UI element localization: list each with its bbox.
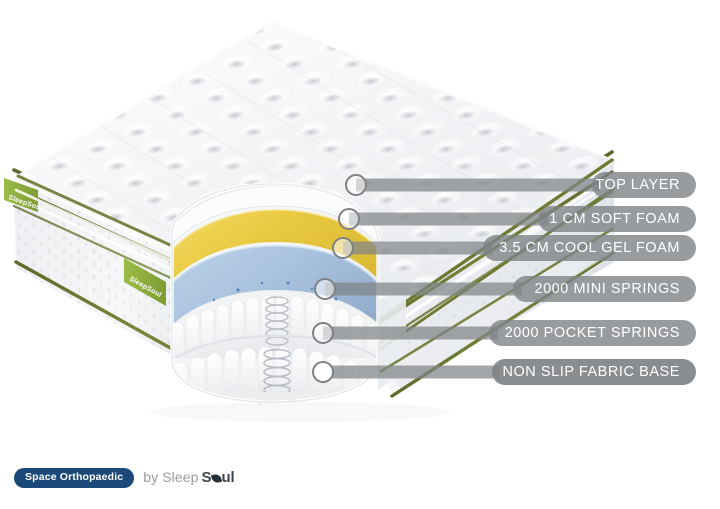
logo-soul-prefix: S	[201, 469, 212, 487]
callout-label-mini-springs: 2000 MINI SPRINGS	[534, 280, 680, 297]
callout-label-pocket-springs: 2000 POCKET SPRINGS	[504, 324, 680, 341]
callout-ring-mini-springs[interactable]	[314, 278, 336, 300]
callout-ring-pocket-springs[interactable]	[312, 322, 334, 344]
callout-band-cool-gel-foam[interactable]: 3.5 CM COOL GEL FOAM	[483, 235, 696, 261]
leaf-icon	[210, 473, 223, 485]
callout-ring-non-slip-base[interactable]	[312, 361, 334, 383]
callout-label-cool-gel-foam: 3.5 CM COOL GEL FOAM	[499, 239, 680, 256]
callout-band-pocket-springs[interactable]: 2000 POCKET SPRINGS	[489, 320, 696, 346]
callout-band-soft-foam[interactable]: 1 CM SOFT FOAM	[538, 206, 696, 232]
callout-ring-soft-foam[interactable]	[338, 208, 360, 230]
logo-soul-suffix: ul	[221, 469, 235, 487]
callout-band-non-slip-base[interactable]: NON SLIP FABRIC BASE	[492, 359, 696, 385]
callout-label-soft-foam: 1 CM SOFT FOAM	[549, 210, 680, 227]
product-range-badge: Space Orthopaedic	[14, 468, 135, 488]
callout-band-top-layer[interactable]: TOP LAYER	[592, 172, 696, 198]
callout-connectors	[323, 178, 600, 379]
mini-spring-coil	[265, 296, 289, 346]
callout-ring-cool-gel-foam[interactable]	[332, 237, 354, 259]
callout-ring-top-layer[interactable]	[345, 174, 367, 196]
callout-band-mini-springs[interactable]: 2000 MINI SPRINGS	[513, 276, 696, 302]
callout-label-non-slip-base: NON SLIP FABRIC BASE	[502, 363, 680, 380]
logo-by-text: by Sleep	[143, 469, 199, 486]
callout-label-top-layer: TOP LAYER	[595, 176, 680, 193]
